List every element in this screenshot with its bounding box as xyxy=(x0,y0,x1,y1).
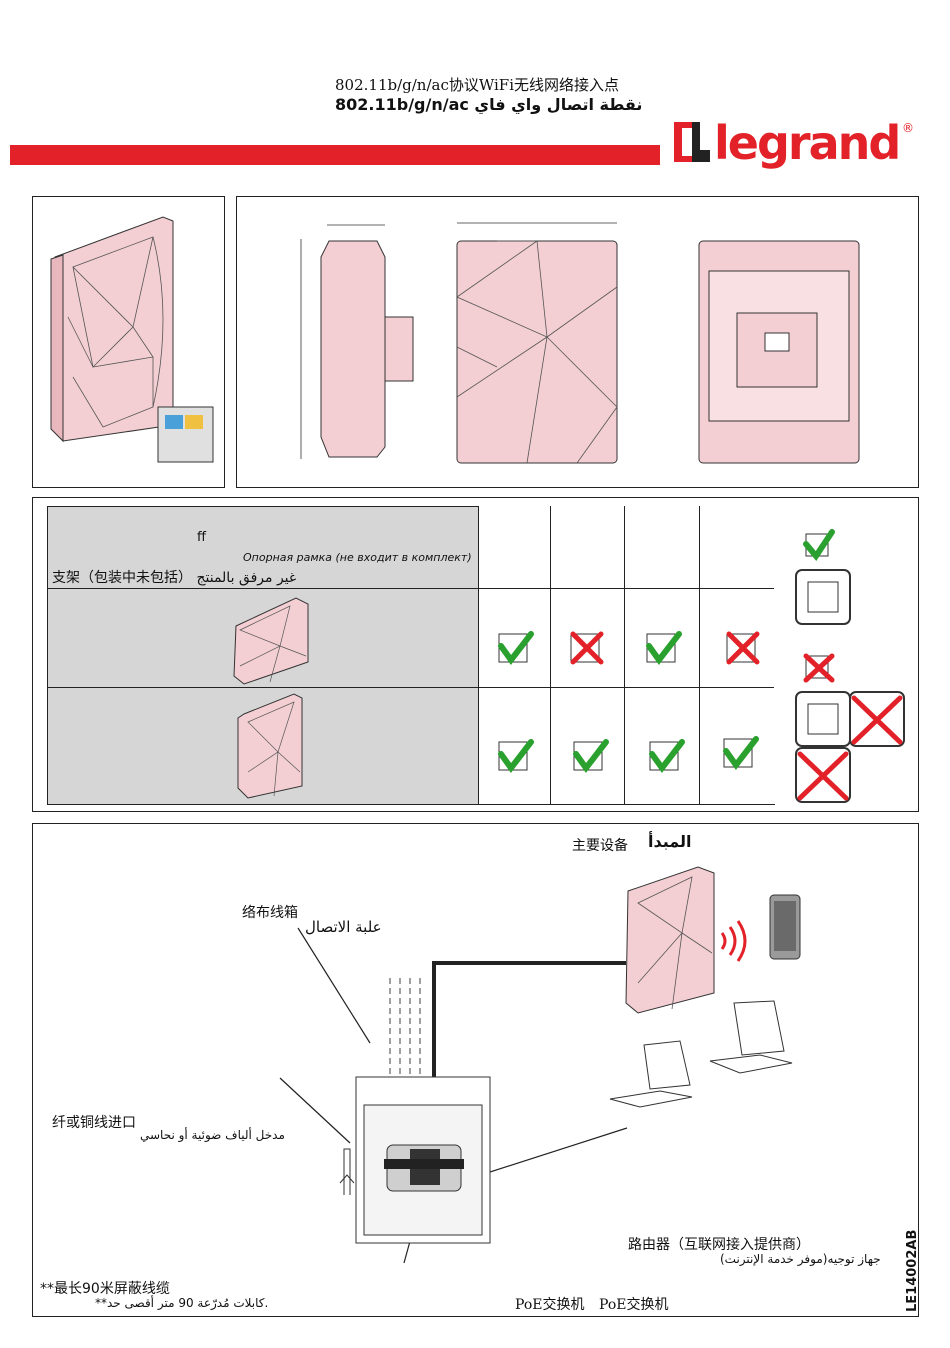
installation-diagram xyxy=(279,866,801,1264)
table-divider xyxy=(699,506,700,804)
header-russian: Опорная рамка (не входит в комплект) xyxy=(243,551,472,564)
table-divider xyxy=(478,588,774,589)
product-iso-drawing xyxy=(50,216,214,463)
header-ff: ff xyxy=(197,530,206,545)
table-divider xyxy=(478,687,774,688)
red-header-bar xyxy=(10,145,660,165)
cable-cn: **最长90米屏蔽线缆 xyxy=(40,1281,170,1297)
poe-switch-label-1: PoE交换机 xyxy=(515,1297,585,1313)
table-divider xyxy=(624,506,625,804)
document-code: LE14002AB xyxy=(905,1229,920,1312)
check-icon xyxy=(649,739,685,774)
registered-mark: ® xyxy=(902,121,914,135)
dimensions-panel xyxy=(236,196,919,488)
surface-mount-device-image xyxy=(237,693,303,799)
check-icon xyxy=(646,631,682,666)
cable-ar: **كابلات مُدرّعة 90 متر أقصى حد. xyxy=(95,1296,269,1310)
fiber-ar: مدخل ألياف ضوئية أو نحاسي xyxy=(140,1128,285,1142)
brand-name: legrand xyxy=(714,116,901,170)
router-ar: جهاز توجيه(موفر خدمة الإنترنت) xyxy=(720,1252,881,1266)
principle-cn: 主要设备 xyxy=(572,838,628,854)
table-divider xyxy=(47,687,774,688)
flat-mount-device-image xyxy=(233,597,309,685)
title-chinese: 802.11b/g/n/ac协议WiFi无线网络接入点 xyxy=(335,76,620,94)
product-iso-panel xyxy=(32,196,225,488)
check-icon xyxy=(498,739,534,774)
header-cn-ar: 支架（包装中未包括） غير مرفق بالمنتج xyxy=(52,570,297,586)
router-cn: 路由器（互联网接入提供商） xyxy=(628,1237,810,1253)
table-divider xyxy=(550,506,551,804)
principle-ar: المبدأ xyxy=(648,832,692,851)
frame-legend xyxy=(795,529,905,803)
cross-icon xyxy=(570,631,604,665)
title-arabic: 802.11b/g/n/ac نقطة اتصال واي فاي xyxy=(335,95,643,114)
check-icon xyxy=(573,739,609,774)
cross-icon xyxy=(726,631,760,665)
check-icon xyxy=(498,631,534,666)
cabinet-cn: 络布线箱 xyxy=(242,905,298,921)
check-icon xyxy=(723,736,759,771)
fiber-cn: 纤或铜线进口 xyxy=(52,1115,136,1131)
legrand-logo-mark xyxy=(674,122,710,162)
poe-switch-label-2: PoE交换机 xyxy=(599,1297,669,1313)
cabinet-ar: علبة الاتصال xyxy=(305,918,382,936)
dimension-drawings xyxy=(300,222,860,464)
table-divider xyxy=(47,588,774,589)
